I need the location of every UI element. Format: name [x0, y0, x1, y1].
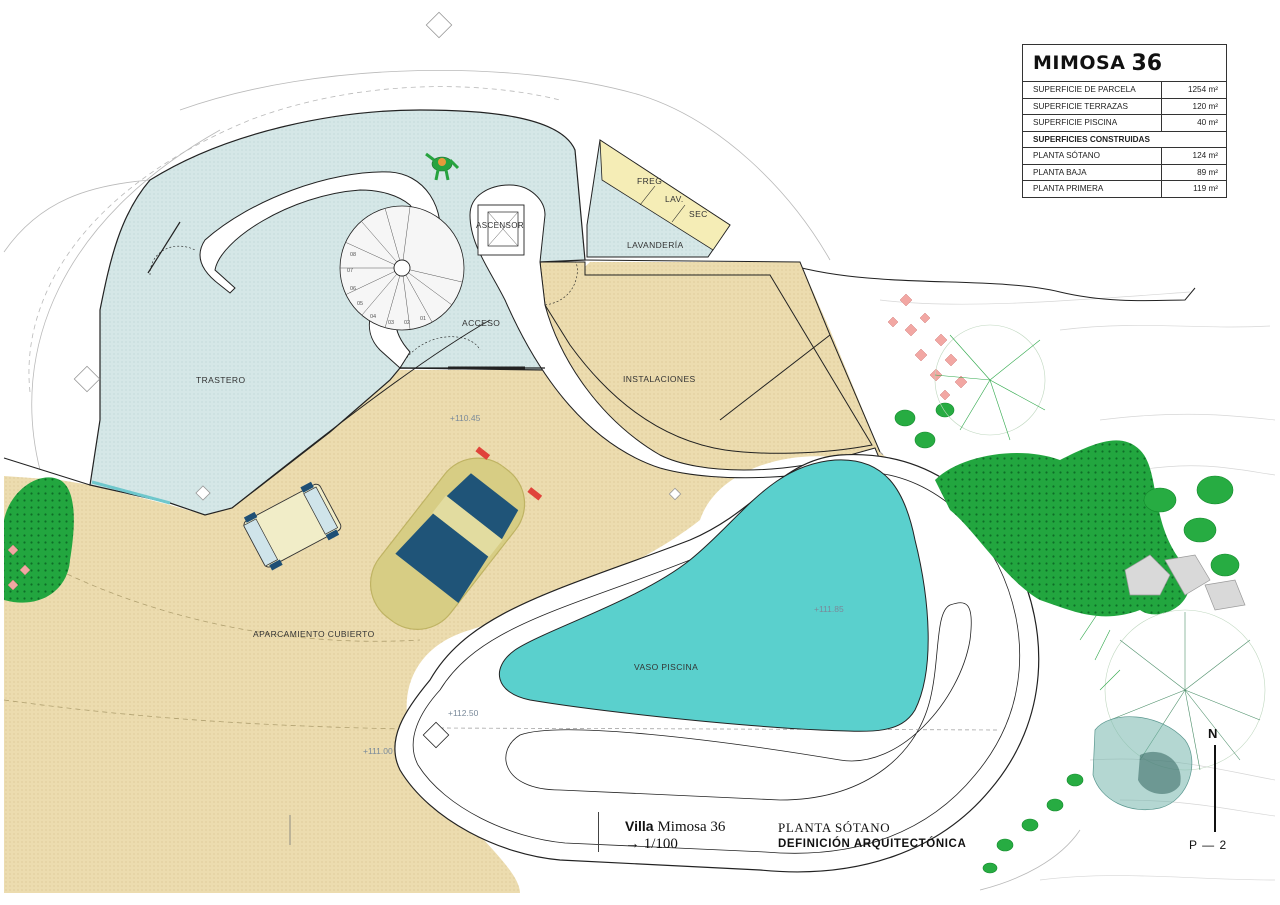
drawing-scale: → 1/100 — [625, 836, 678, 852]
plant-name: PLANTA SÓTANO — [778, 820, 891, 835]
person-figure — [425, 152, 460, 181]
laundry-counter — [599, 139, 731, 251]
reference-diamonds — [73, 11, 682, 749]
row-value: 40 m² — [1197, 118, 1218, 127]
label-trastero: TRASTERO — [196, 375, 245, 385]
title-block-divider — [598, 812, 599, 852]
table-row: PLANTA PRIMERA 119 m² — [1023, 181, 1226, 197]
teal-shrub-core — [1138, 751, 1181, 795]
row-value: 124 m² — [1192, 151, 1218, 160]
row-label: SUPERFICIE PISCINA — [1023, 115, 1162, 131]
label-freg: FREG — [637, 176, 662, 186]
label-ascensor: ASCENSOR — [476, 221, 524, 230]
row-value: 119 m² — [1193, 184, 1218, 193]
page-code: P — 2 — [1189, 838, 1228, 852]
row-label: PLANTA BAJA — [1023, 164, 1162, 180]
trastero-room — [89, 109, 586, 516]
title-block: Villa Mimosa 36 → 1/100 PLANTA SÓTANO DE… — [598, 812, 998, 854]
row-value: 1254 m² — [1187, 85, 1218, 94]
north-arrow-label: N — [1208, 726, 1218, 741]
stair-step-02: 02 — [404, 320, 410, 326]
stair-step-01: 01 — [420, 316, 426, 322]
row-label: SUPERFICIE DE PARCELA — [1023, 82, 1162, 98]
villa-title: Villa Mimosa 36 — [625, 818, 725, 836]
terrain-contours — [3, 69, 1081, 891]
surface-table: MIMOSA 36 SUPERFICIE DE PARCELA 1254 m² S… — [1022, 44, 1227, 198]
stair-step-05: 05 — [357, 301, 363, 307]
table-section-header: SUPERFICIES CONSTRUIDAS — [1023, 132, 1226, 148]
stair-step-06: 06 — [350, 286, 356, 292]
table-row: PLANTA BAJA 89 m² — [1023, 164, 1226, 181]
label-sec: SEC — [689, 209, 708, 219]
level-mark-112-50: +112.50 — [448, 708, 479, 718]
row-value: 120 m² — [1192, 101, 1218, 111]
label-instalaciones: INSTALACIONES — [623, 374, 696, 384]
stair-step-04: 04 — [370, 314, 376, 320]
table-row: PLANTA SÓTANO 124 m² — [1023, 148, 1226, 165]
drawing-definition: DEFINICIÓN ARQUITECTÓNICA — [778, 838, 967, 850]
project-name: MIMOSA — [1033, 52, 1126, 74]
label-vaso-piscina: VASO PISCINA — [634, 662, 698, 672]
project-number: 36 — [1131, 50, 1163, 76]
row-label: PLANTA PRIMERA — [1023, 181, 1162, 197]
pool-bench — [505, 602, 972, 801]
stair-step-03: 03 — [388, 320, 394, 326]
label-lav: LAV. — [665, 194, 684, 204]
stair-step-08: 08 — [350, 252, 356, 258]
parked-car — [369, 446, 543, 630]
row-label: SUPERFICIE TERRAZAS — [1023, 98, 1162, 114]
villa-name: Mimosa 36 — [657, 819, 726, 835]
pool-water — [498, 459, 929, 732]
stair-step-07: 07 — [347, 268, 353, 274]
monstera-plants — [894, 402, 1240, 874]
surface-table-title: MIMOSA 36 — [1023, 45, 1226, 82]
level-mark-111-00: +111.00 — [363, 746, 393, 756]
table-row: SUPERFICIE TERRAZAS 120 m² — [1023, 98, 1226, 115]
level-mark-110-45: +110.45 — [450, 413, 481, 423]
flowering-shrubs — [7, 293, 968, 591]
instalaciones-room — [539, 261, 873, 454]
level-mark-111-85: +111.85 — [814, 604, 844, 614]
garden-rocks — [1124, 554, 1246, 611]
table-row: SUPERFICIE PISCINA 40 m² — [1023, 115, 1226, 132]
elevator-box — [477, 204, 525, 256]
row-label: SUPERFICIES CONSTRUIDAS — [1033, 134, 1150, 144]
interior-walls — [91, 221, 578, 505]
label-acceso: ACCESO — [462, 318, 500, 328]
villa-label: Villa — [625, 818, 654, 834]
row-label: PLANTA SÓTANO — [1023, 148, 1162, 164]
spiral-staircase: 08 07 06 05 04 03 02 01 — [339, 205, 465, 331]
label-lavanderia: LAVANDERÍA — [627, 240, 684, 250]
label-aparcamiento: APARCAMIENTO CUBIERTO — [253, 629, 375, 639]
utility-cart — [243, 481, 342, 571]
row-value: 89 m² — [1197, 167, 1218, 177]
table-row: SUPERFICIE DE PARCELA 1254 m² — [1023, 82, 1226, 99]
slope-top-line — [789, 264, 1196, 302]
